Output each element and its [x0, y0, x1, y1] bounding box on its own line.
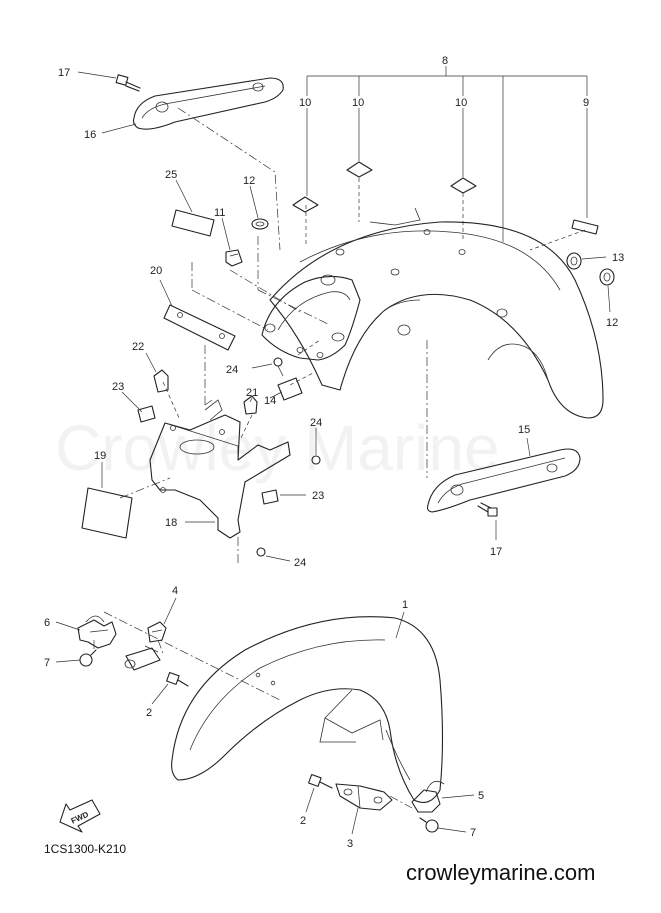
fwd-label: FWD: [70, 810, 91, 826]
front-stay-left[interactable]: [124, 645, 161, 671]
part-12-grommet-right[interactable]: [599, 268, 615, 286]
part-18-license-bracket[interactable]: [149, 399, 291, 539]
fwd-arrow-icon: FWD: [59, 799, 101, 833]
callout-5: 5: [478, 790, 484, 802]
part-23-pad-right[interactable]: [261, 489, 279, 505]
part-2-bolt-left[interactable]: [166, 671, 189, 687]
part-2-bolt-right[interactable]: [308, 773, 333, 789]
part-14-tag[interactable]: [277, 377, 303, 401]
callout-9: 9: [583, 97, 589, 109]
part-5-cable-guide[interactable]: [411, 780, 445, 813]
part-15-grab-rail[interactable]: [426, 448, 581, 513]
part-17-bolt-lower[interactable]: [477, 502, 498, 517]
callout-2-left: 2: [146, 707, 152, 719]
callout-11: 11: [214, 207, 225, 219]
callout-12-right: 12: [606, 317, 618, 329]
callout-19: 19: [94, 450, 106, 462]
part-24-screw-a[interactable]: [273, 357, 284, 377]
callout-21: 21: [246, 387, 258, 399]
callout-10-a: 10: [299, 97, 311, 109]
callout-15: 15: [518, 424, 530, 436]
part-19-plate[interactable]: [81, 487, 133, 539]
assembly-lines-rear: [119, 107, 586, 565]
part-13-grommet[interactable]: [566, 252, 582, 270]
callout-23-left: 23: [112, 381, 124, 393]
callout-4: 4: [172, 585, 178, 597]
part-23-pad-left[interactable]: [137, 405, 156, 423]
callout-12-top: 12: [243, 175, 255, 187]
part-10-emblem-plates[interactable]: [292, 161, 477, 213]
callout-24-c: 24: [294, 557, 306, 569]
part-25-label[interactable]: [171, 209, 215, 237]
part-21-bracket[interactable]: [243, 395, 258, 415]
callout-20: 20: [150, 265, 162, 277]
callout-8: 8: [442, 55, 448, 67]
callout-18: 18: [165, 517, 177, 529]
callout-14: 14: [264, 395, 276, 407]
front-fender[interactable]: [171, 616, 444, 803]
callout-24-a: 24: [226, 364, 238, 376]
part-12-grommet-top[interactable]: [251, 218, 269, 230]
fender-brace[interactable]: [261, 274, 361, 361]
part-24-screw-c[interactable]: [256, 547, 266, 557]
diagram-code: 1CS1300-K210: [44, 842, 126, 856]
callout-labels: 17 16 8 10 10 10 9 25 12 11 13 12 20 22 …: [44, 55, 624, 850]
callout-10-b: 10: [352, 97, 364, 109]
watermark: Crowley Marine: [55, 412, 500, 484]
callout-3: 3: [347, 838, 353, 850]
part-7-bolt-right[interactable]: [419, 817, 439, 833]
rear-fender[interactable]: [269, 207, 604, 419]
part-4-clip[interactable]: [147, 621, 167, 643]
callout-13: 13: [612, 252, 624, 264]
part-22-bracket[interactable]: [153, 369, 169, 393]
callout-17-lower: 17: [490, 546, 502, 558]
callout-23-right: 23: [312, 490, 324, 502]
part-9-plate[interactable]: [571, 219, 599, 235]
website-label: crowleymarine.com: [406, 860, 596, 885]
part-20-plate[interactable]: [163, 304, 236, 351]
callout-24-b: 24: [310, 417, 322, 429]
leader-lines-front: [55, 597, 475, 835]
callout-22: 22: [132, 341, 144, 353]
callout-6: 6: [44, 617, 50, 629]
callout-10-c: 10: [455, 97, 467, 109]
callout-25: 25: [165, 169, 177, 181]
part-17-bolt-upper[interactable]: [115, 74, 141, 92]
part-24-screw-b[interactable]: [311, 455, 321, 465]
part-16-grab-rail[interactable]: [132, 77, 284, 130]
callout-7-left: 7: [44, 657, 50, 669]
part-3-front-stay[interactable]: [335, 783, 393, 811]
callout-2-right: 2: [300, 815, 306, 827]
callout-17-upper: 17: [58, 67, 70, 79]
part-11-clip[interactable]: [225, 249, 243, 267]
assembly-lines-front: [93, 611, 413, 809]
callout-7-right: 7: [470, 827, 476, 839]
part-7-bolt-left[interactable]: [79, 649, 97, 667]
part-6-cable-clamp[interactable]: [77, 615, 117, 649]
callout-16: 16: [84, 129, 96, 141]
callout-1: 1: [402, 599, 408, 611]
leader-lines-rear: [77, 66, 611, 562]
